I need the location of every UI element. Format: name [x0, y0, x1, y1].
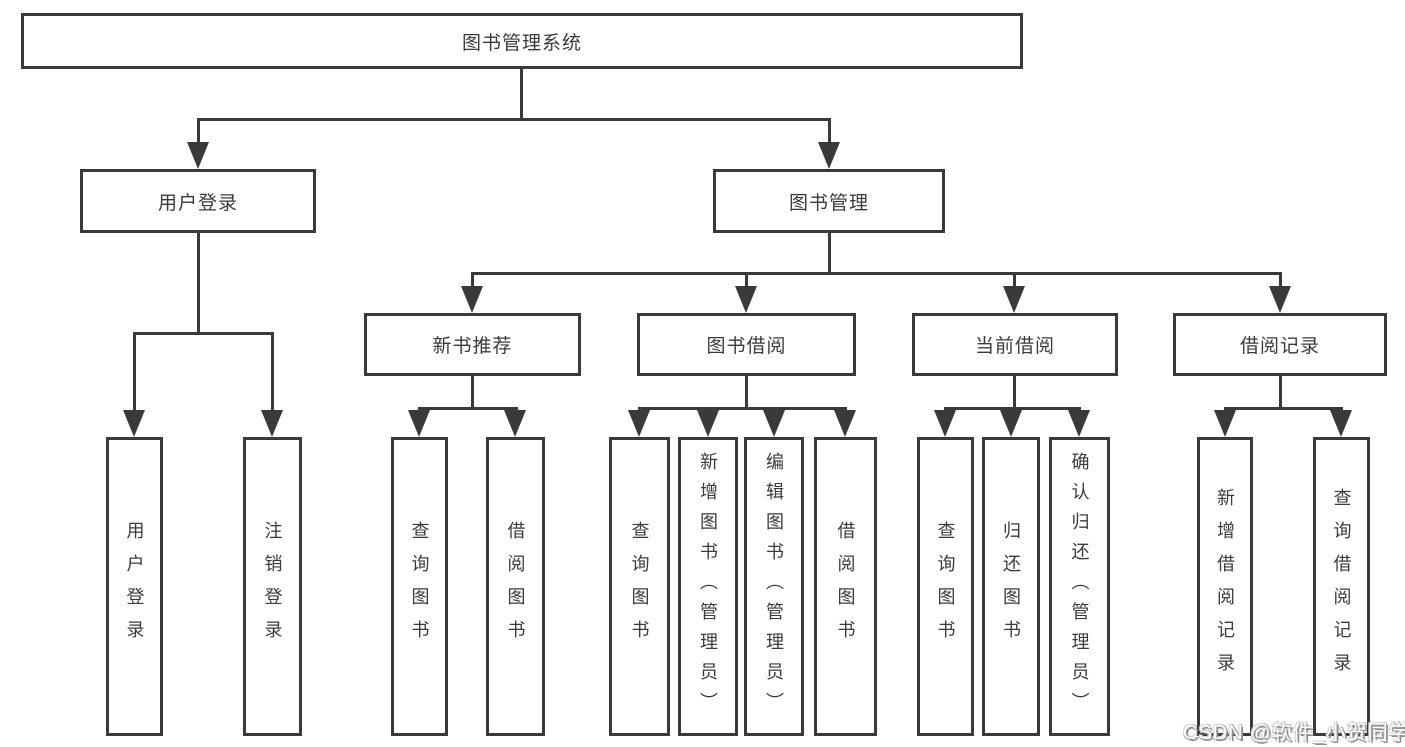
- leaf-label: 查询借阅记录: [1331, 487, 1352, 686]
- arrow-down-icon: [834, 410, 856, 437]
- arrow-down-icon: [1000, 410, 1022, 437]
- connector: [828, 118, 831, 146]
- node-label: 图书借阅: [706, 336, 787, 357]
- leaf-return-books: 归还图书: [982, 437, 1040, 736]
- leaf-query-borrow-record: 查询借阅记录: [1313, 437, 1370, 736]
- leaf-confirm-return-admin: 确认归还（管理员）: [1049, 437, 1110, 736]
- arrow-down-icon: [934, 410, 956, 437]
- connector: [638, 407, 847, 410]
- arrow-down-icon: [735, 286, 757, 313]
- connector: [133, 332, 274, 335]
- leaf-label: 借阅图书: [835, 520, 856, 653]
- node-book-borrow: 图书借阅: [637, 313, 856, 376]
- leaf-label: 注销登录: [262, 520, 283, 653]
- arrow-down-icon: [628, 410, 650, 437]
- leaf-label: 查询图书: [935, 520, 956, 653]
- connector: [271, 332, 274, 412]
- node-label: 图书管理系统: [461, 32, 582, 54]
- node-user-login: 用户登录: [80, 169, 316, 233]
- arrow-down-icon: [408, 410, 430, 437]
- node-borrow-records: 借阅记录: [1173, 313, 1387, 376]
- arrow-down-icon: [697, 410, 719, 437]
- leaf-label: 查询图书: [409, 520, 430, 653]
- arrow-down-icon: [461, 286, 483, 313]
- arrow-down-icon: [187, 142, 209, 169]
- connector: [471, 272, 1282, 275]
- connector: [197, 118, 831, 121]
- node-current-borrow: 当前借阅: [912, 313, 1118, 376]
- leaf-label: 用户登录: [124, 520, 145, 653]
- connector: [944, 407, 1081, 410]
- arrow-down-icon: [1330, 410, 1352, 437]
- leaf-label: 新增图书（管理员）: [698, 451, 718, 722]
- connector: [1279, 272, 1282, 290]
- leaf-query-books-current: 查询图书: [917, 437, 974, 736]
- connector: [1279, 376, 1282, 410]
- node-book-management: 图书管理: [713, 169, 945, 233]
- arrow-down-icon: [1068, 410, 1090, 437]
- arrow-down-icon: [1003, 286, 1025, 313]
- arrow-down-icon: [261, 410, 283, 437]
- arrow-down-icon: [1214, 410, 1236, 437]
- connector: [745, 376, 748, 410]
- node-label: 图书管理: [788, 192, 869, 214]
- leaf-logout: 注销登录: [243, 437, 302, 736]
- connector: [197, 118, 200, 146]
- node-label: 用户登录: [157, 192, 238, 214]
- leaf-user-login: 用户登录: [106, 437, 163, 736]
- leaf-label: 新增借阅记录: [1215, 487, 1235, 686]
- arrow-down-icon: [818, 142, 840, 169]
- leaf-label: 确认归还（管理员）: [1069, 451, 1090, 722]
- connector: [1224, 407, 1343, 410]
- leaf-edit-books-admin: 编辑图书（管理员）: [744, 437, 804, 736]
- connector: [1013, 376, 1016, 410]
- arrow-down-icon: [504, 410, 526, 437]
- connector: [471, 376, 474, 410]
- connector: [197, 233, 200, 335]
- node-new-book-recommend: 新书推荐: [364, 313, 581, 376]
- leaf-label: 借阅图书: [505, 520, 526, 653]
- leaf-add-books-admin: 新增图书（管理员）: [678, 437, 738, 736]
- connector: [828, 233, 831, 275]
- connector: [471, 272, 474, 290]
- connector: [133, 332, 136, 412]
- arrow-down-icon: [763, 410, 785, 437]
- leaf-borrow-books: 借阅图书: [814, 437, 877, 736]
- leaf-query-books-recommend: 查询图书: [391, 437, 448, 736]
- leaf-label: 归还图书: [1001, 520, 1021, 653]
- csdn-watermark: CSDN @软件_小贺同学: [1183, 722, 1405, 744]
- connector: [745, 272, 748, 290]
- arrow-down-icon: [123, 410, 145, 437]
- leaf-borrow-books-recommend: 借阅图书: [486, 437, 545, 736]
- connector: [520, 68, 523, 121]
- leaf-label: 查询图书: [629, 520, 650, 653]
- node-label: 借阅记录: [1239, 336, 1320, 357]
- arrow-down-icon: [1269, 286, 1291, 313]
- node-library-system: 图书管理系统: [21, 13, 1023, 69]
- connector: [418, 407, 518, 410]
- leaf-add-borrow-record: 新增借阅记录: [1197, 437, 1253, 736]
- leaf-query-books-borrow: 查询图书: [609, 437, 670, 736]
- node-label: 新书推荐: [432, 336, 513, 357]
- leaf-label: 编辑图书（管理员）: [764, 451, 784, 722]
- connector: [1013, 272, 1016, 290]
- node-label: 当前借阅: [974, 336, 1055, 357]
